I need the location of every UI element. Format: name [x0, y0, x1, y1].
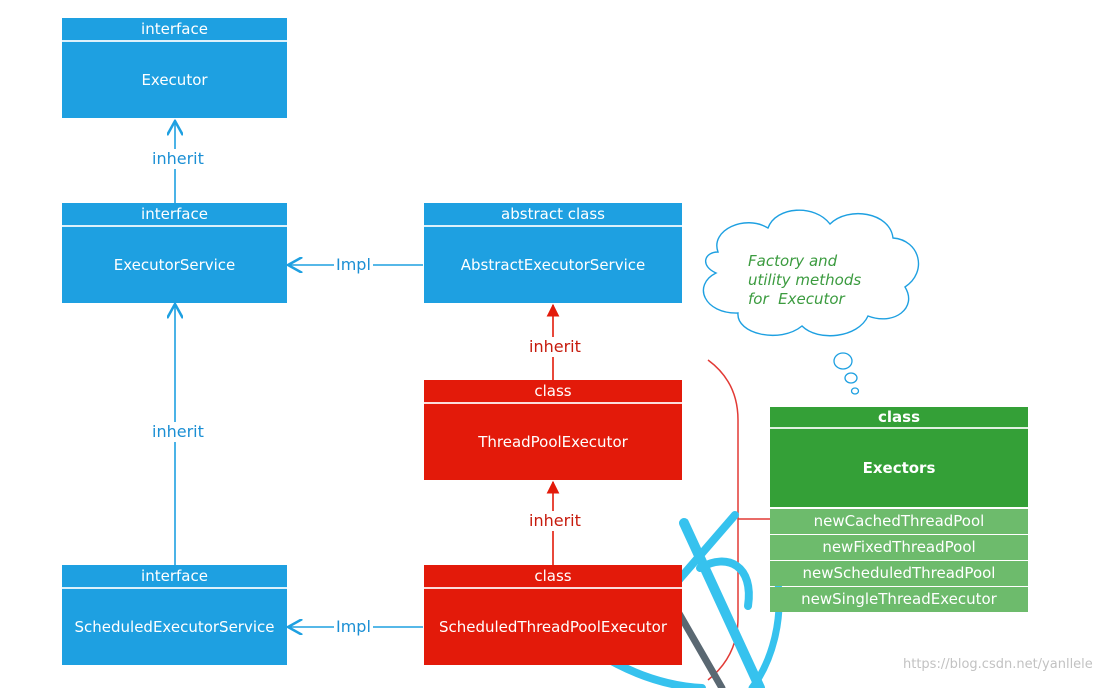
executor-service-interface-box: interface ExecutorService	[62, 203, 287, 303]
executor-service-name: ExecutorService	[113, 256, 236, 274]
method-new-fixed-thread-pool: newFixedThreadPool	[770, 535, 1028, 560]
executors-class-box: class Exectors newCachedThreadPool newFi…	[770, 407, 1028, 615]
executors-name: Exectors	[770, 429, 1028, 507]
cloud-line-2: utility methods	[748, 271, 862, 289]
abstract-executor-service-stereotype: abstract class	[424, 203, 682, 227]
executors-stereotype: class	[770, 407, 1028, 429]
thread-pool-executor-stereotype: class	[424, 380, 682, 404]
thread-pool-executor-box: class ThreadPoolExecutor	[424, 380, 682, 480]
executors-method-list: newCachedThreadPool newFixedThreadPool n…	[770, 509, 1028, 613]
executor-service-stereotype: interface	[62, 203, 287, 227]
method-new-scheduled-thread-pool: newScheduledThreadPool	[770, 561, 1028, 586]
executor-name: Executor	[141, 71, 208, 89]
cloud-line-3: for Executor	[748, 290, 845, 308]
executor-stereotype: interface	[62, 18, 287, 42]
scheduled-executor-service-name: ScheduledExecutorService	[74, 618, 275, 636]
thought-bubble-medium	[844, 372, 858, 384]
thought-bubble-large	[833, 352, 853, 370]
thought-cloud	[702, 209, 920, 337]
thread-pool-executor-name: ThreadPoolExecutor	[478, 433, 628, 451]
scheduled-thread-pool-executor-stereotype: class	[424, 565, 682, 589]
thought-bubble-small	[850, 387, 860, 395]
abstract-executor-service-name: AbstractExecutorService	[460, 256, 646, 274]
label-impl-top: Impl	[334, 255, 373, 275]
cloud-note: Factory and utility methods for Executor	[748, 252, 898, 309]
label-inherit-executor: inherit	[150, 149, 206, 169]
scheduled-executor-service-interface-box: interface ScheduledExecutorService	[62, 565, 287, 665]
scheduled-thread-pool-executor-box: class ScheduledThreadPoolExecutor	[424, 565, 682, 665]
label-inherit-tpe: inherit	[527, 337, 583, 357]
label-impl-bottom: Impl	[334, 617, 373, 637]
method-new-single-thread-executor: newSingleThreadExecutor	[770, 587, 1028, 612]
executor-interface-box: interface Executor	[62, 18, 287, 118]
label-inherit-stpe: inherit	[527, 511, 583, 531]
abstract-executor-service-box: abstract class AbstractExecutorService	[424, 203, 682, 303]
scheduled-executor-service-stereotype: interface	[62, 565, 287, 589]
cloud-line-1: Factory and	[748, 252, 838, 270]
label-inherit-scheduled: inherit	[150, 422, 206, 442]
method-new-cached-thread-pool: newCachedThreadPool	[770, 509, 1028, 534]
watermark-url: https://blog.csdn.net/yanllele	[903, 657, 1093, 672]
scheduled-thread-pool-executor-name: ScheduledThreadPoolExecutor	[438, 618, 668, 636]
